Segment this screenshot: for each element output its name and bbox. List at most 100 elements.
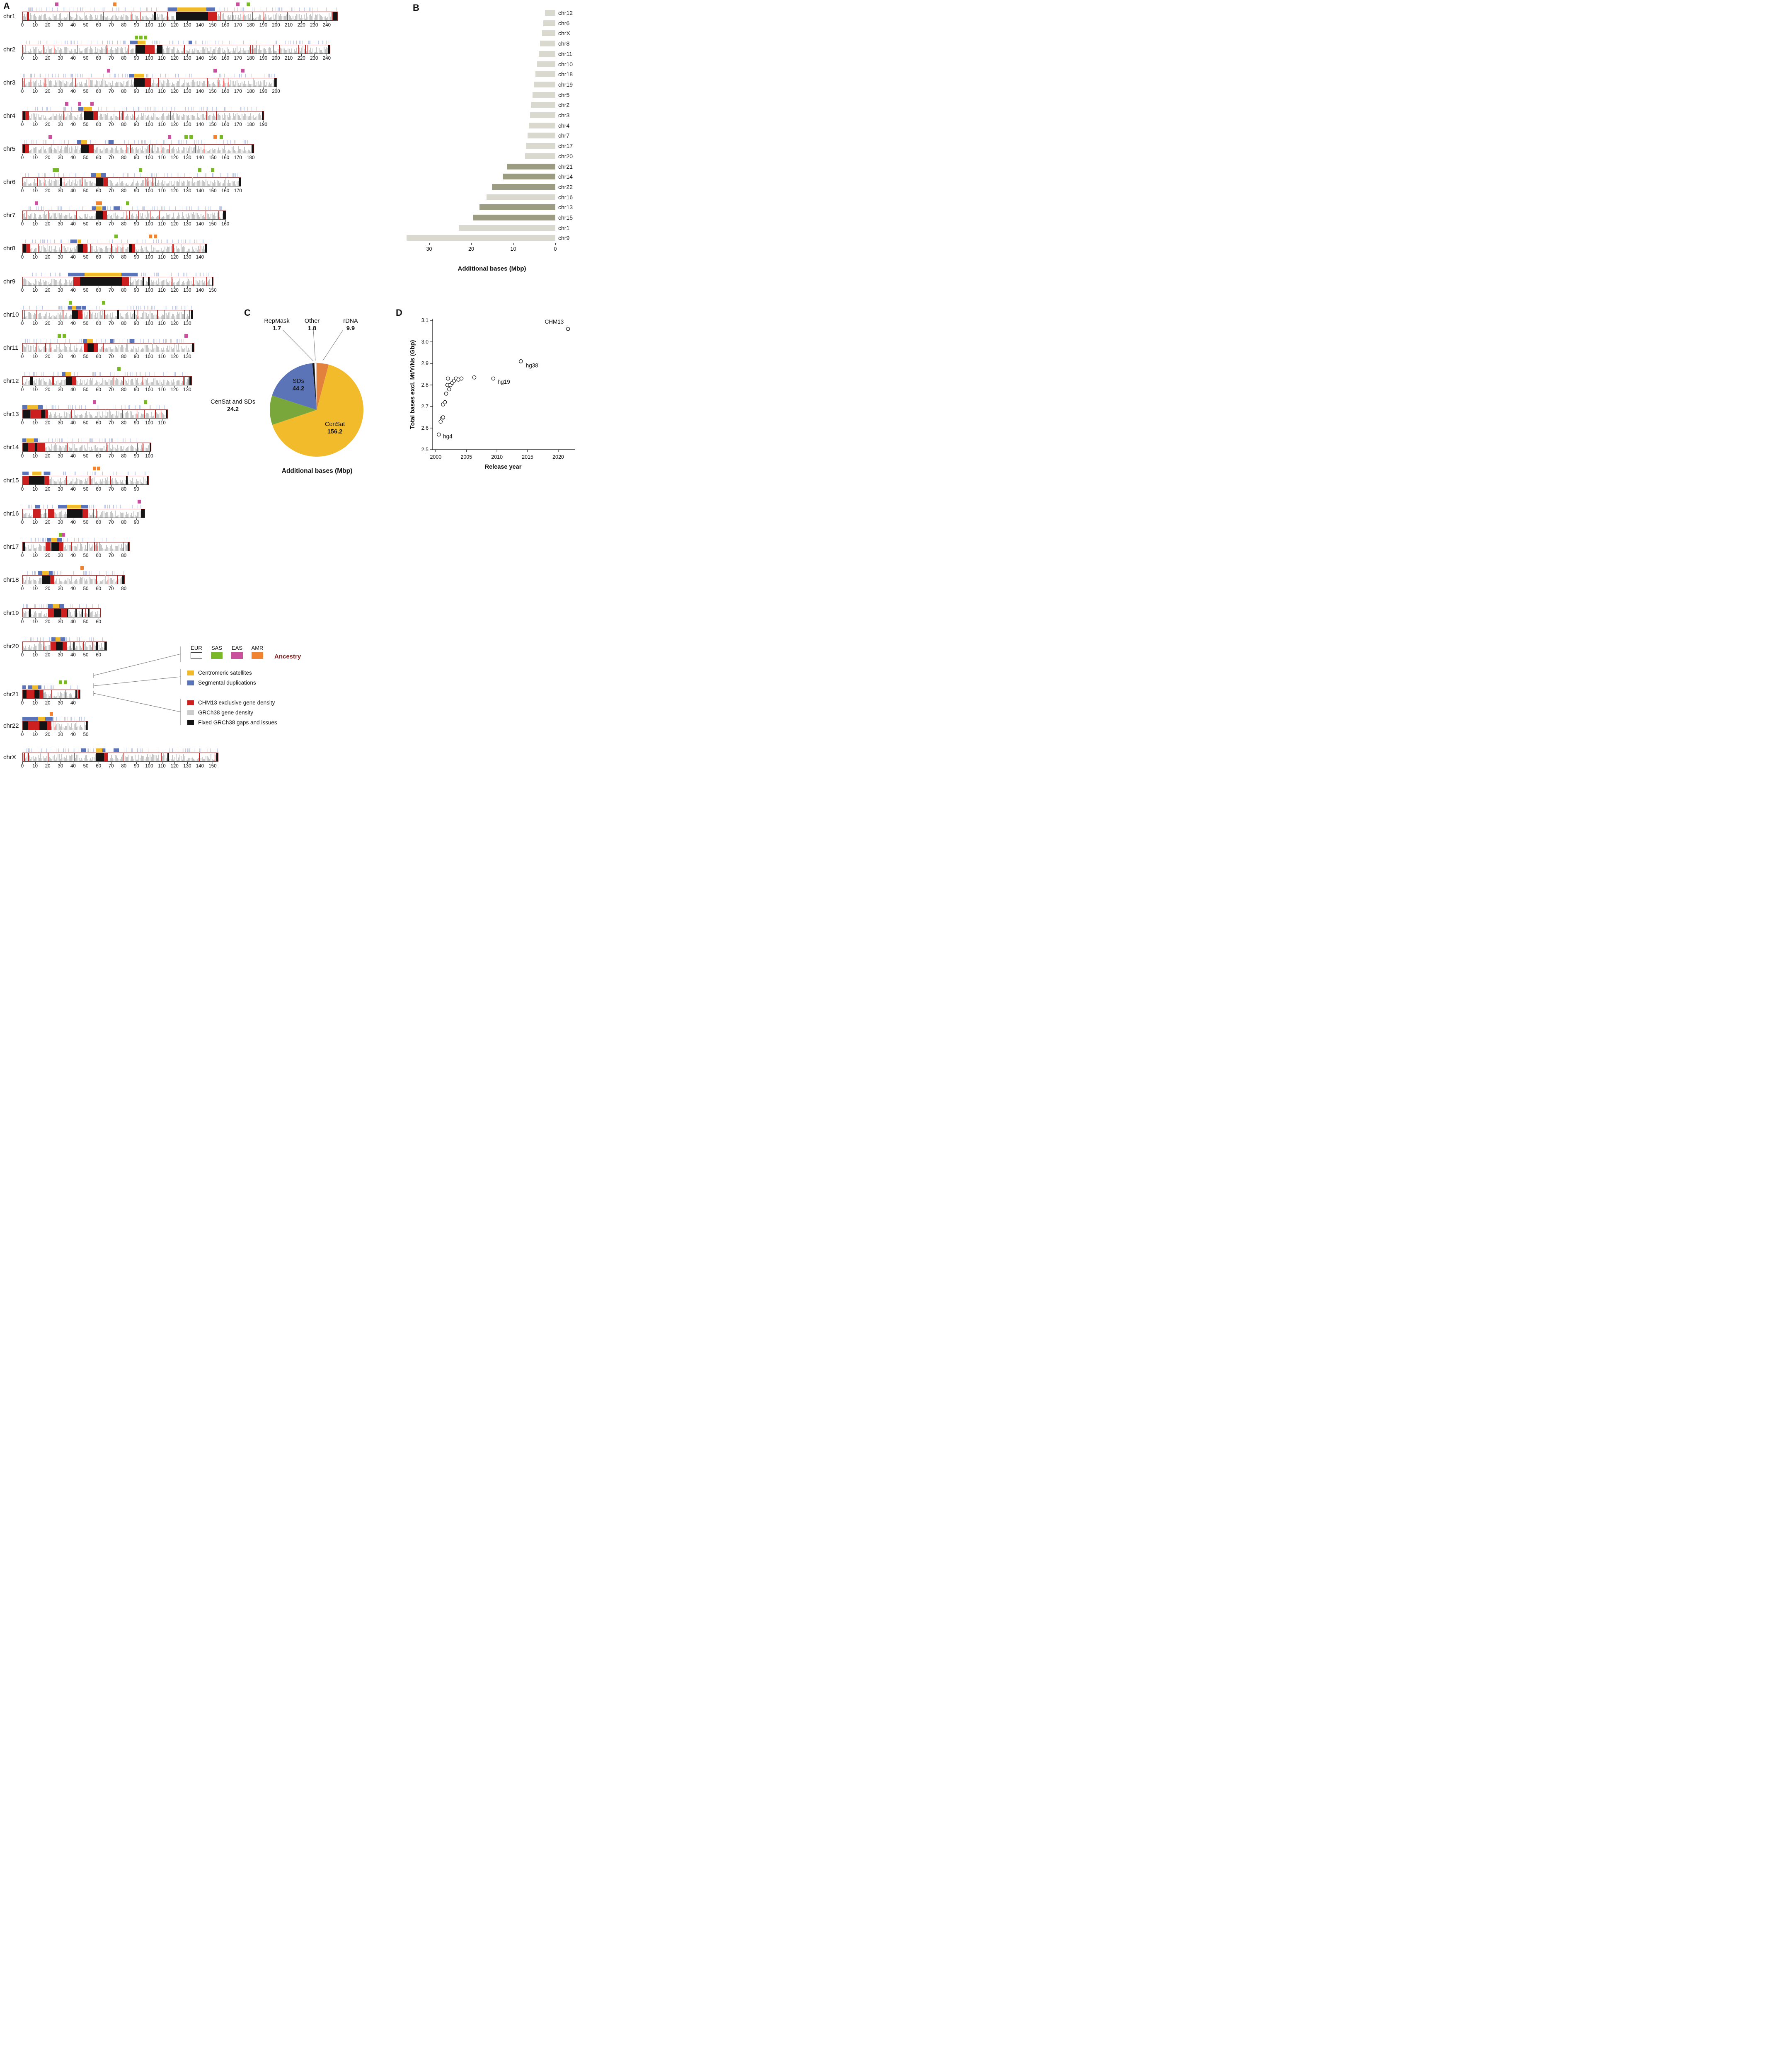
density-bar	[138, 316, 139, 319]
density-bar	[92, 448, 93, 451]
density-bar	[141, 381, 142, 385]
density-bar	[76, 149, 77, 153]
chm13-region	[48, 609, 54, 617]
sd-tick	[171, 140, 172, 144]
density-bar	[111, 380, 112, 385]
density-bar	[46, 17, 47, 20]
density-bar	[240, 82, 241, 87]
density-bar	[222, 85, 223, 87]
density-bar	[80, 349, 81, 352]
axis-tick	[174, 320, 175, 321]
sd-tick	[45, 173, 46, 177]
density-bar	[66, 347, 67, 352]
density-bar	[56, 49, 57, 53]
density-bar	[199, 216, 200, 219]
density-bar	[204, 118, 205, 120]
density-bar	[79, 549, 80, 551]
axis-tick	[136, 21, 137, 23]
sd-tick	[195, 41, 196, 44]
axis-tick	[187, 353, 188, 354]
density-bar	[187, 116, 188, 120]
density-bar	[131, 411, 132, 418]
density-bar	[36, 350, 37, 352]
density-bar	[25, 279, 26, 286]
density-bar	[178, 212, 179, 219]
axis-tick-label: 90	[133, 321, 139, 326]
density-bar	[105, 416, 106, 418]
axis-tick-label: 70	[108, 89, 114, 94]
sd-block	[114, 206, 120, 210]
axis-tick-label: 120	[170, 189, 179, 194]
density-bar	[90, 312, 91, 319]
density-bar	[127, 147, 128, 153]
axis-tick	[136, 253, 137, 255]
density-bar	[146, 448, 147, 451]
density-bar	[85, 48, 86, 53]
density-bar	[102, 150, 103, 153]
density-bar	[141, 246, 142, 252]
gap-region	[23, 111, 26, 120]
sd-block	[82, 306, 86, 310]
axis-tick-label: 20	[45, 288, 51, 293]
density-bar	[290, 16, 291, 20]
sd-tick	[151, 7, 152, 11]
density-bar	[80, 84, 81, 87]
density-bar	[55, 280, 56, 286]
density-bar	[25, 382, 26, 385]
sd-tick	[92, 438, 93, 442]
density-bar	[218, 48, 219, 53]
density-bar	[227, 47, 228, 53]
sd-tick	[201, 140, 202, 144]
density-bar	[133, 346, 134, 352]
ideogram	[22, 409, 168, 419]
chm13-region	[73, 277, 80, 286]
density-bar	[228, 82, 229, 87]
density-bar	[194, 81, 195, 87]
density-bar	[296, 47, 297, 53]
density-bar	[101, 114, 102, 120]
density-bar	[143, 150, 144, 153]
density-bar	[89, 513, 90, 518]
density-bar	[289, 15, 290, 20]
density-bar	[107, 48, 108, 53]
density-bar	[65, 477, 66, 484]
sd-tick	[175, 372, 176, 376]
density-bar	[225, 83, 226, 87]
density-bar	[312, 11, 313, 20]
density-bar	[223, 118, 224, 120]
density-bar	[45, 615, 46, 617]
axis-tick-label: 20	[45, 255, 51, 260]
density-bar	[240, 149, 241, 153]
density-bar	[30, 615, 31, 617]
density-bar	[49, 246, 50, 252]
density-bar	[65, 117, 66, 120]
density-bar	[84, 213, 85, 219]
sd-tick	[34, 74, 35, 77]
density-bar	[79, 350, 80, 352]
axis-tick-label: 20	[45, 520, 51, 525]
sd-block	[35, 505, 40, 508]
sd-tick	[24, 74, 25, 77]
density-bar	[182, 150, 183, 153]
density-bar	[80, 179, 81, 186]
sd-tick	[171, 107, 172, 111]
density-bar	[126, 248, 127, 252]
censat-block	[84, 273, 121, 276]
density-bar	[86, 216, 87, 219]
density-bar	[101, 315, 102, 319]
density-bar	[141, 150, 142, 153]
density-bar	[172, 251, 173, 252]
density-bar	[90, 218, 91, 219]
density-bar	[29, 51, 30, 53]
density-bar	[147, 249, 148, 252]
density-bar	[174, 247, 175, 252]
density-bar	[123, 211, 124, 219]
sd-tick	[57, 571, 58, 575]
gap-region	[133, 310, 136, 319]
density-bar	[178, 182, 179, 186]
density-bar	[91, 48, 92, 53]
density-bar	[158, 383, 159, 385]
density-bar	[229, 52, 230, 53]
censat-block	[77, 240, 82, 243]
density-bar	[169, 346, 170, 352]
